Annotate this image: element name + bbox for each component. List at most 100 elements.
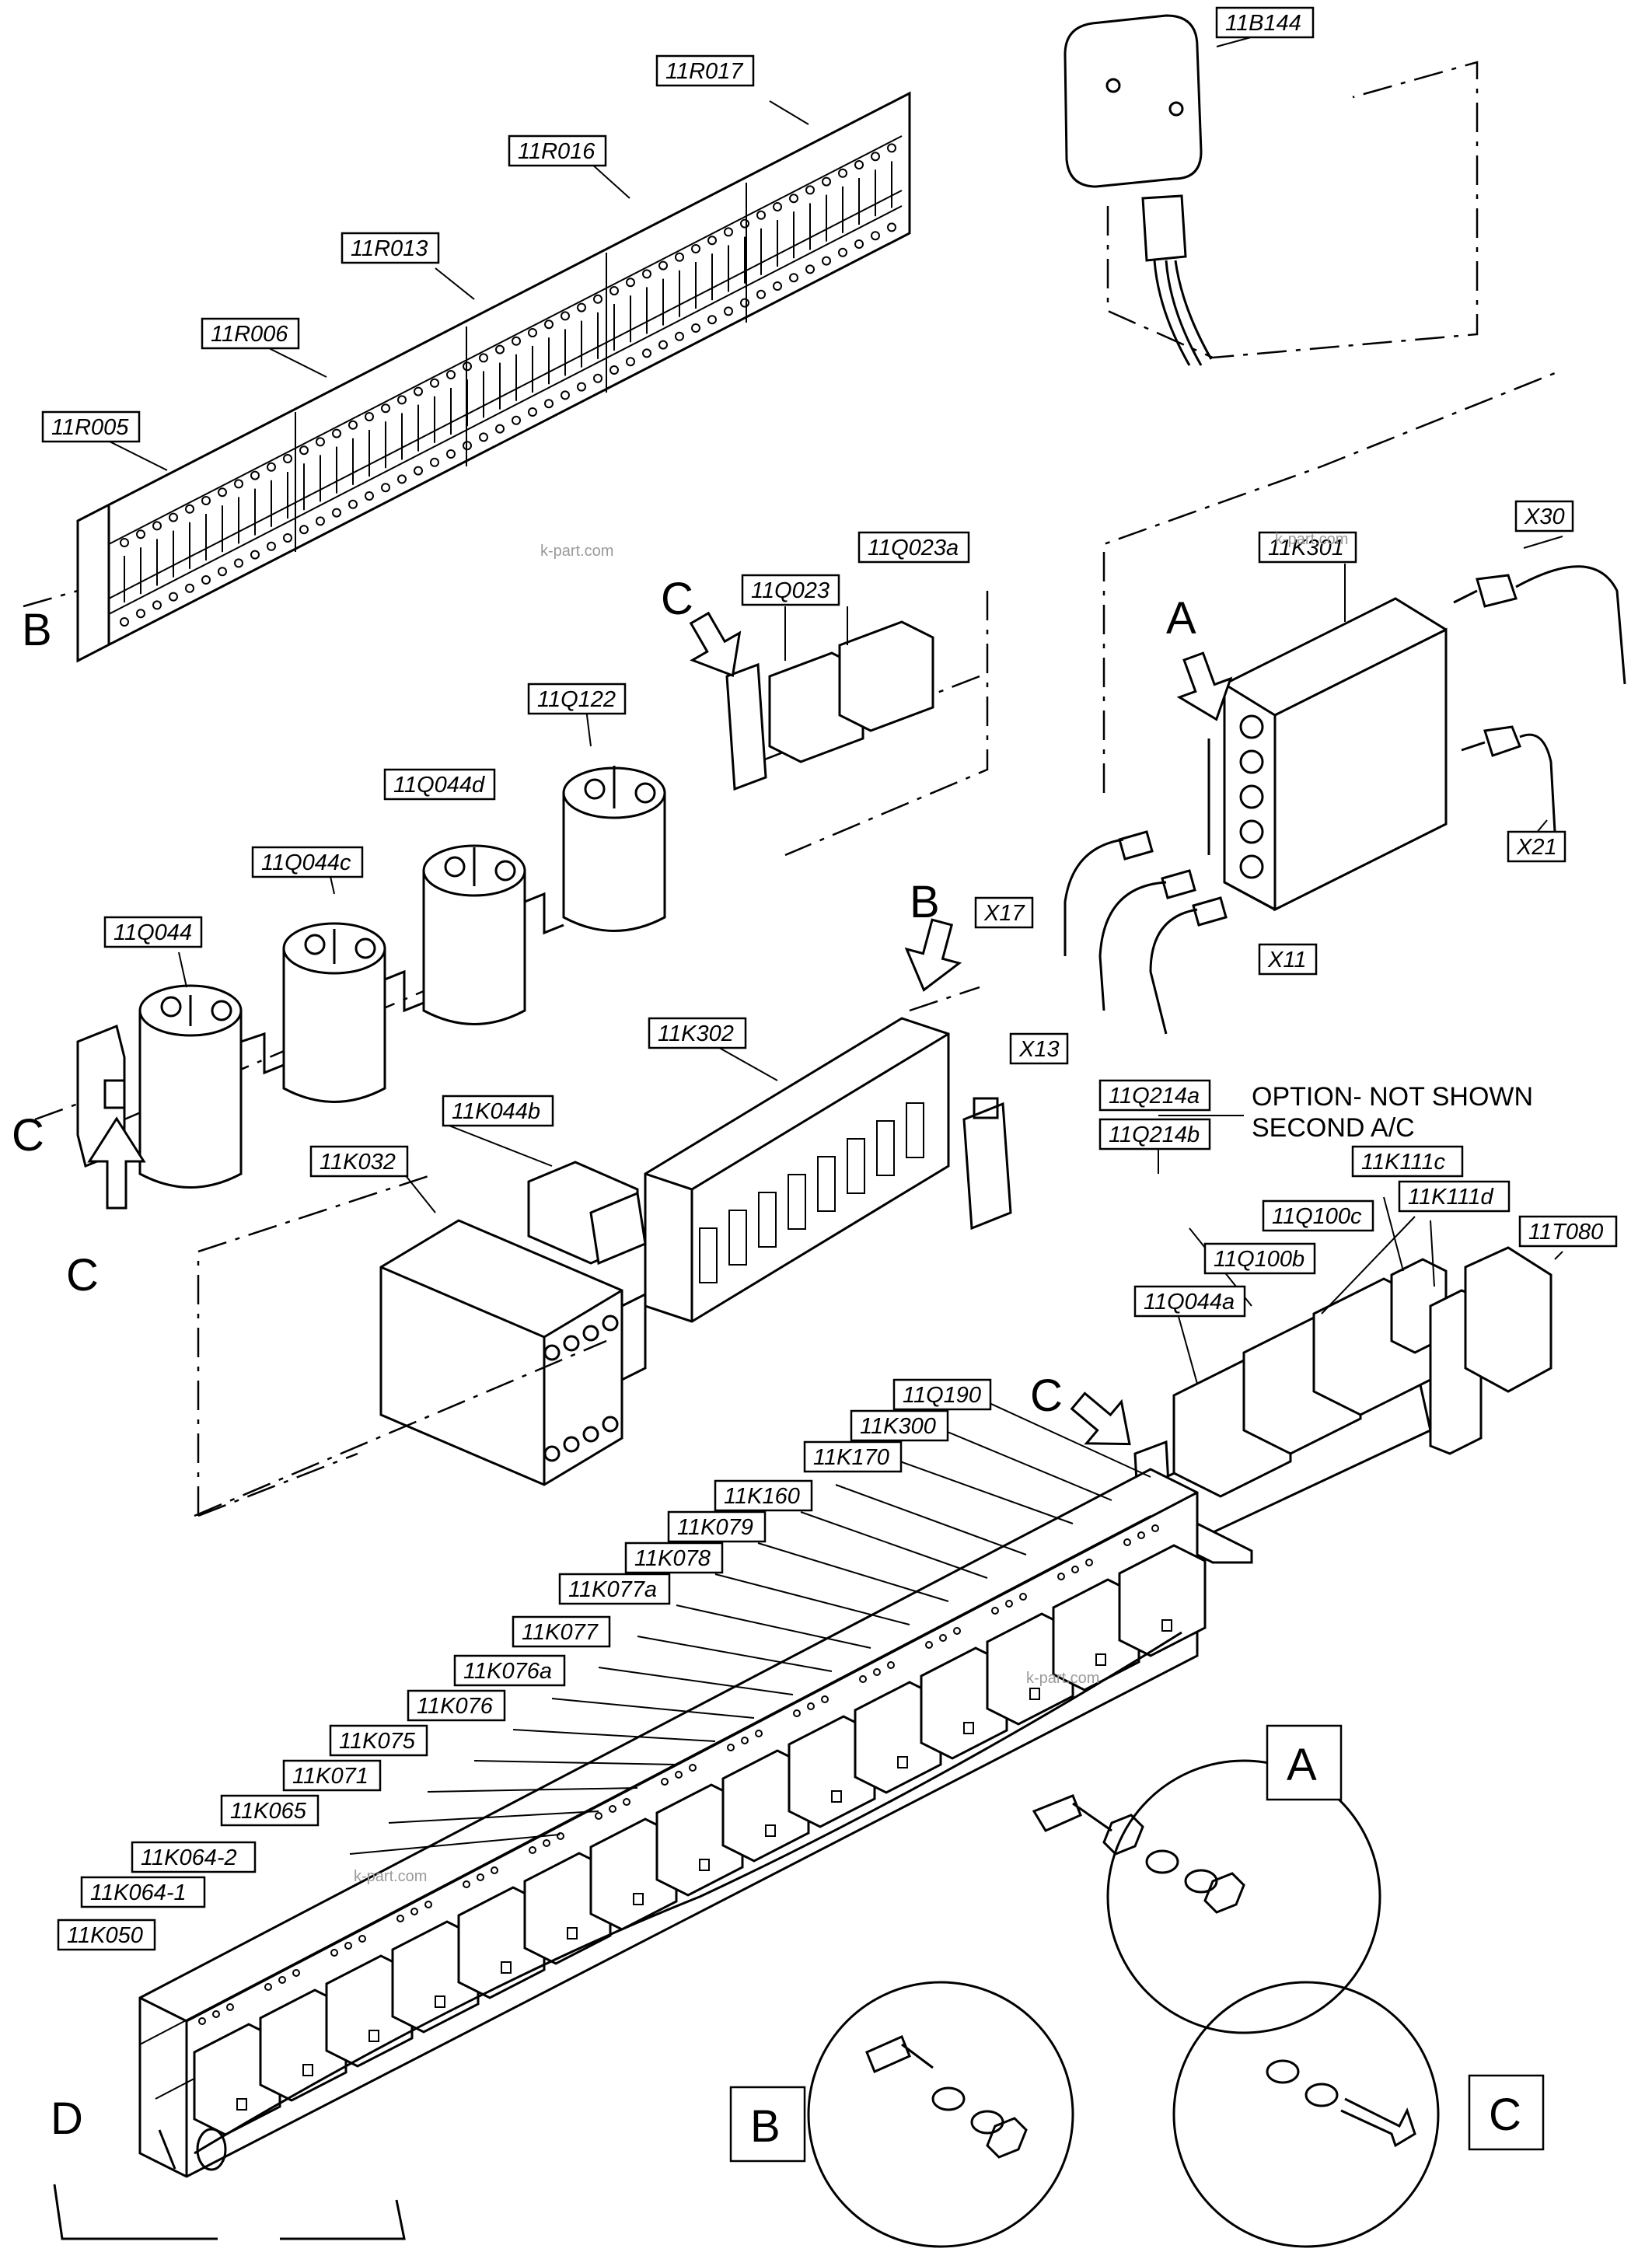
terminal-hole: [348, 420, 358, 430]
callout-text-k170: 11K170: [813, 1445, 889, 1470]
callout-text-x17: X17: [983, 901, 1025, 926]
callout-k302: 11K302: [648, 1017, 747, 1049]
terminal-hole: [871, 231, 880, 241]
relay-unit: [259, 1988, 348, 2102]
terminal-hole: [430, 378, 439, 388]
terminal-hole: [991, 1607, 999, 1615]
terminal-hole: [1057, 1573, 1065, 1580]
callout-text-k111c: 11K111c: [1361, 1150, 1446, 1175]
terminal-hole: [414, 466, 423, 476]
watermark-2: k-part.com: [1275, 531, 1348, 548]
callout-text-k064-2: 11K064-2: [141, 1845, 237, 1870]
terminal-hole: [397, 474, 407, 484]
relay-unit: [1118, 1544, 1207, 1657]
callout-text-b144: 11B144: [1225, 11, 1301, 36]
terminal-hole: [724, 306, 733, 316]
callout-k111c: 11K111c: [1351, 1145, 1464, 1178]
terminal-hole: [463, 1880, 470, 1888]
callout-text-k077: 11K077: [522, 1620, 599, 1645]
terminal-hole: [169, 592, 178, 602]
relay-window: [368, 2030, 379, 2042]
callout-k301: 11K301: [1258, 531, 1357, 564]
resistor-ticks: [120, 143, 896, 627]
solenoid-11q044d: [422, 844, 526, 1025]
relay-window: [963, 1722, 974, 1734]
terminal-hole: [740, 218, 749, 229]
terminal-hole: [854, 160, 864, 169]
callout-text-k044b: 11K044b: [452, 1099, 540, 1124]
callout-labels: 11R00511R00611R01311R01611R01711B14411K3…: [41, 6, 1618, 1951]
callout-k077: 11K077: [512, 1615, 611, 1648]
k302-slots: [699, 1102, 924, 1283]
callout-q122: 11Q122: [527, 683, 627, 715]
terminal-hole: [477, 1873, 484, 1881]
terminal-hole: [642, 348, 651, 358]
connector-x13: [962, 1097, 1012, 1231]
terminal-hole: [609, 286, 619, 295]
terminal-hole: [136, 529, 145, 539]
detail-label-c: C: [1489, 2090, 1521, 2140]
callout-text-k050: 11K050: [67, 1923, 143, 1948]
callout-q044c: 11Q044c: [251, 846, 364, 878]
module-slot: [876, 1120, 895, 1176]
callout-r013: 11R013: [341, 232, 440, 264]
callout-text-k302: 11K302: [658, 1021, 734, 1046]
relay-window: [1095, 1653, 1106, 1666]
watermark-3: k-part.com: [1026, 1670, 1099, 1687]
callout-text-k078: 11K078: [634, 1546, 711, 1571]
callout-text-k076a: 11K076a: [463, 1659, 552, 1684]
letter-b-module: B: [910, 877, 940, 927]
terminal-hole: [201, 575, 211, 585]
relay-window: [897, 1756, 908, 1768]
callout-q044a: 11Q044a: [1133, 1285, 1246, 1318]
callout-k076: 11K076: [407, 1689, 506, 1722]
detail-label-b: B: [750, 2101, 781, 2152]
terminal-hole: [822, 256, 831, 266]
terminal-hole: [593, 373, 602, 383]
terminal-hole: [234, 479, 243, 489]
detail-circle-b: [807, 1981, 1074, 2248]
terminal-hole: [201, 496, 211, 505]
resistor-terminal-strip: [23, 91, 911, 663]
module-slot: [699, 1227, 718, 1283]
callout-r017: 11R017: [655, 54, 755, 87]
terminal-hole: [226, 2003, 234, 2011]
callout-text-x11: X11: [1267, 948, 1306, 972]
callout-text-q190: 11Q190: [903, 1383, 981, 1408]
relay-unit: [788, 1715, 876, 1828]
callout-text-x21: X21: [1516, 835, 1557, 860]
callout-text-k077a: 11K077a: [568, 1577, 657, 1602]
terminal-hole: [925, 1641, 933, 1649]
module-slot: [758, 1192, 777, 1248]
terminal-hole: [264, 1983, 272, 1991]
leader-lines: [96, 34, 1563, 1855]
callout-text-k300: 11K300: [860, 1414, 936, 1439]
terminal-hole: [1123, 1538, 1131, 1546]
solenoid-row: [34, 591, 989, 1189]
callout-r016: 11R016: [508, 134, 607, 167]
terminal-hole: [495, 344, 505, 354]
terminal-hole: [410, 1908, 418, 1915]
letter-a-box: A: [1166, 593, 1196, 644]
callout-text-q044d: 11Q044d: [393, 773, 485, 798]
terminal-hole: [691, 323, 700, 333]
terminal-hole: [626, 357, 635, 367]
terminal-hole: [557, 1832, 564, 1840]
relay-unit: [193, 2023, 281, 2136]
terminal-hole: [727, 1744, 735, 1751]
terminal-hole: [234, 558, 243, 568]
callout-q100c: 11Q100c: [1262, 1199, 1374, 1232]
terminal-hole: [120, 538, 129, 547]
terminal-hole: [358, 1935, 366, 1943]
solenoid-11q044: [138, 984, 243, 1189]
solenoid-11q044c: [282, 922, 386, 1103]
callout-b144: 11B144: [1215, 6, 1315, 39]
terminal-hole: [316, 516, 325, 526]
terminal-hole: [283, 533, 292, 543]
relay-unit: [457, 1886, 546, 1999]
callout-t080: 11T080: [1518, 1215, 1618, 1248]
option-note-line1: OPTION- NOT SHOWN: [1252, 1082, 1533, 1112]
terminal-hole: [152, 521, 162, 531]
callout-text-k079: 11K079: [677, 1515, 753, 1540]
terminal-hole: [292, 1969, 300, 1977]
